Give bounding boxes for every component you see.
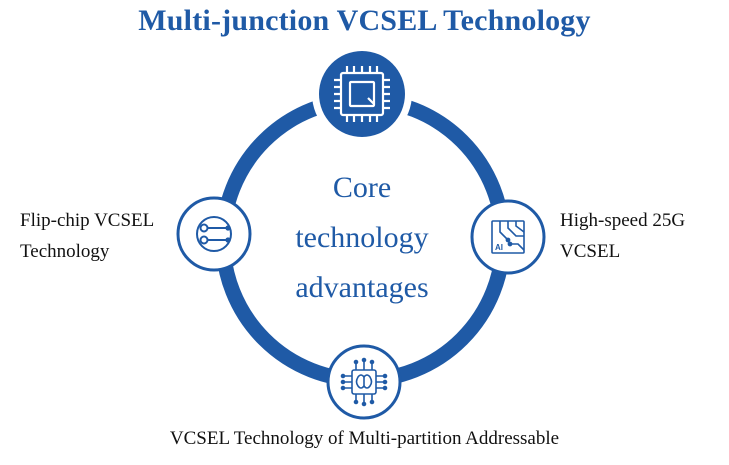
bottom-node [326,344,402,420]
right-label-line-2: VCSEL [560,241,621,262]
svg-text:AI: AI [495,243,503,252]
core-line-1: Core [332,171,392,204]
left-node-circle [176,196,252,272]
left-node-label: Flip-chip VCSEL Technology [20,205,154,267]
brain-chip-icon [340,357,388,407]
chip-icon [334,66,390,122]
left-label-line-1: Flip-chip VCSEL [20,210,155,231]
right-node-circle [470,199,546,275]
left-node [176,196,252,272]
top-node-circle [319,51,405,137]
core-advantages-text: Core technology advantages [262,163,462,313]
right-node: AI [470,199,546,275]
top-node [312,44,412,144]
core-line-3: advantages [295,271,429,304]
diagram-title: Multi-junction VCSEL Technology [138,4,591,37]
right-label-line-1: High-speed 25G [560,210,686,231]
core-line-2: technology [295,221,429,254]
bottom-node-label: VCSEL Technology of Multi-partition Addr… [169,428,560,449]
left-label-line-2: Technology [20,241,110,262]
right-node-label: High-speed 25G VCSEL [560,205,685,267]
circuit-node-icon [196,216,232,252]
ai-circuit-board-icon: AI [491,220,525,254]
